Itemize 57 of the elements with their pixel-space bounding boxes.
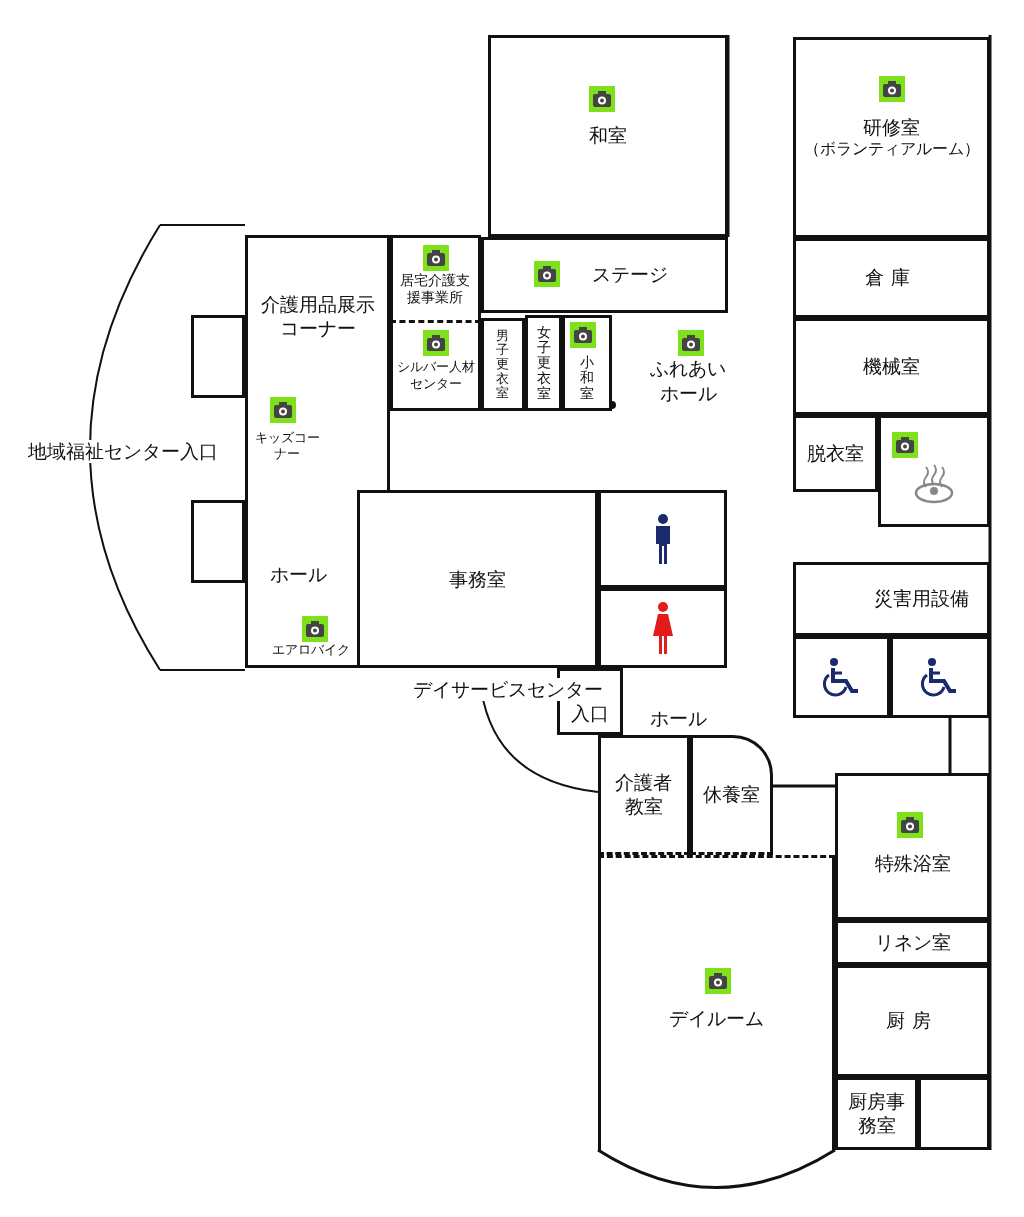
room-label: 女子更衣室 (536, 324, 551, 402)
room-label: リネン室 (874, 930, 951, 955)
room-subtitle: （ボランティアルーム） (803, 139, 980, 160)
room (390, 235, 481, 323)
area-label: エアロバイク (272, 642, 350, 658)
room (793, 37, 990, 238)
room-label: 居宅介護支援事業所 (399, 271, 472, 307)
room (835, 773, 990, 920)
room (835, 965, 990, 1077)
room (793, 318, 990, 415)
room-label: 入口 (571, 702, 609, 726)
room (598, 588, 727, 668)
room (835, 920, 990, 965)
room (793, 415, 878, 492)
room (793, 238, 990, 318)
room (598, 735, 690, 855)
room-label: 特殊浴室 (874, 852, 951, 876)
area-label: ホール (270, 563, 327, 586)
room-label: 事務室 (449, 568, 506, 592)
room-label: 機械室 (863, 354, 920, 379)
room-label: 男子更衣室 (496, 328, 510, 401)
room-label: ステージ (591, 263, 668, 287)
window-bay (191, 500, 245, 583)
entrance-label: デイサービスセンター (413, 678, 603, 701)
room (890, 636, 990, 718)
room-label: 研修室 (863, 115, 920, 140)
room (835, 1077, 918, 1150)
room (598, 490, 727, 588)
room (357, 490, 598, 668)
area-label: ふれあいホール (649, 356, 727, 406)
room (390, 323, 481, 411)
room (793, 636, 890, 718)
room-label: 休養室 (703, 783, 760, 807)
room (793, 562, 990, 636)
area-label: キッズコーナー (253, 430, 321, 462)
room (878, 415, 990, 527)
room-label: シルバー人材センター (395, 359, 476, 392)
room (918, 1077, 990, 1150)
room (481, 318, 525, 411)
room-label: 小和室 (579, 354, 595, 402)
room (598, 855, 835, 1150)
room-label: 災害用設備 (874, 587, 969, 611)
room (525, 315, 562, 411)
room-label: 介護者教室 (614, 771, 674, 819)
area-label: ホール (650, 707, 707, 730)
room-label: 倉庫 (864, 266, 919, 290)
room (481, 237, 728, 313)
entrance-label: 地域福祉センター入口 (28, 440, 218, 463)
room (488, 35, 728, 237)
room-label: 和室 (589, 124, 627, 148)
room (690, 735, 773, 855)
room-label: 介護用品展示コーナー (259, 293, 376, 341)
room-label: 厨房 (885, 1009, 940, 1033)
room-label: デイルーム (669, 1007, 764, 1031)
window-bay (191, 315, 245, 398)
room-label: 脱衣室 (807, 441, 864, 466)
room-label: 厨房事務室 (847, 1089, 906, 1138)
